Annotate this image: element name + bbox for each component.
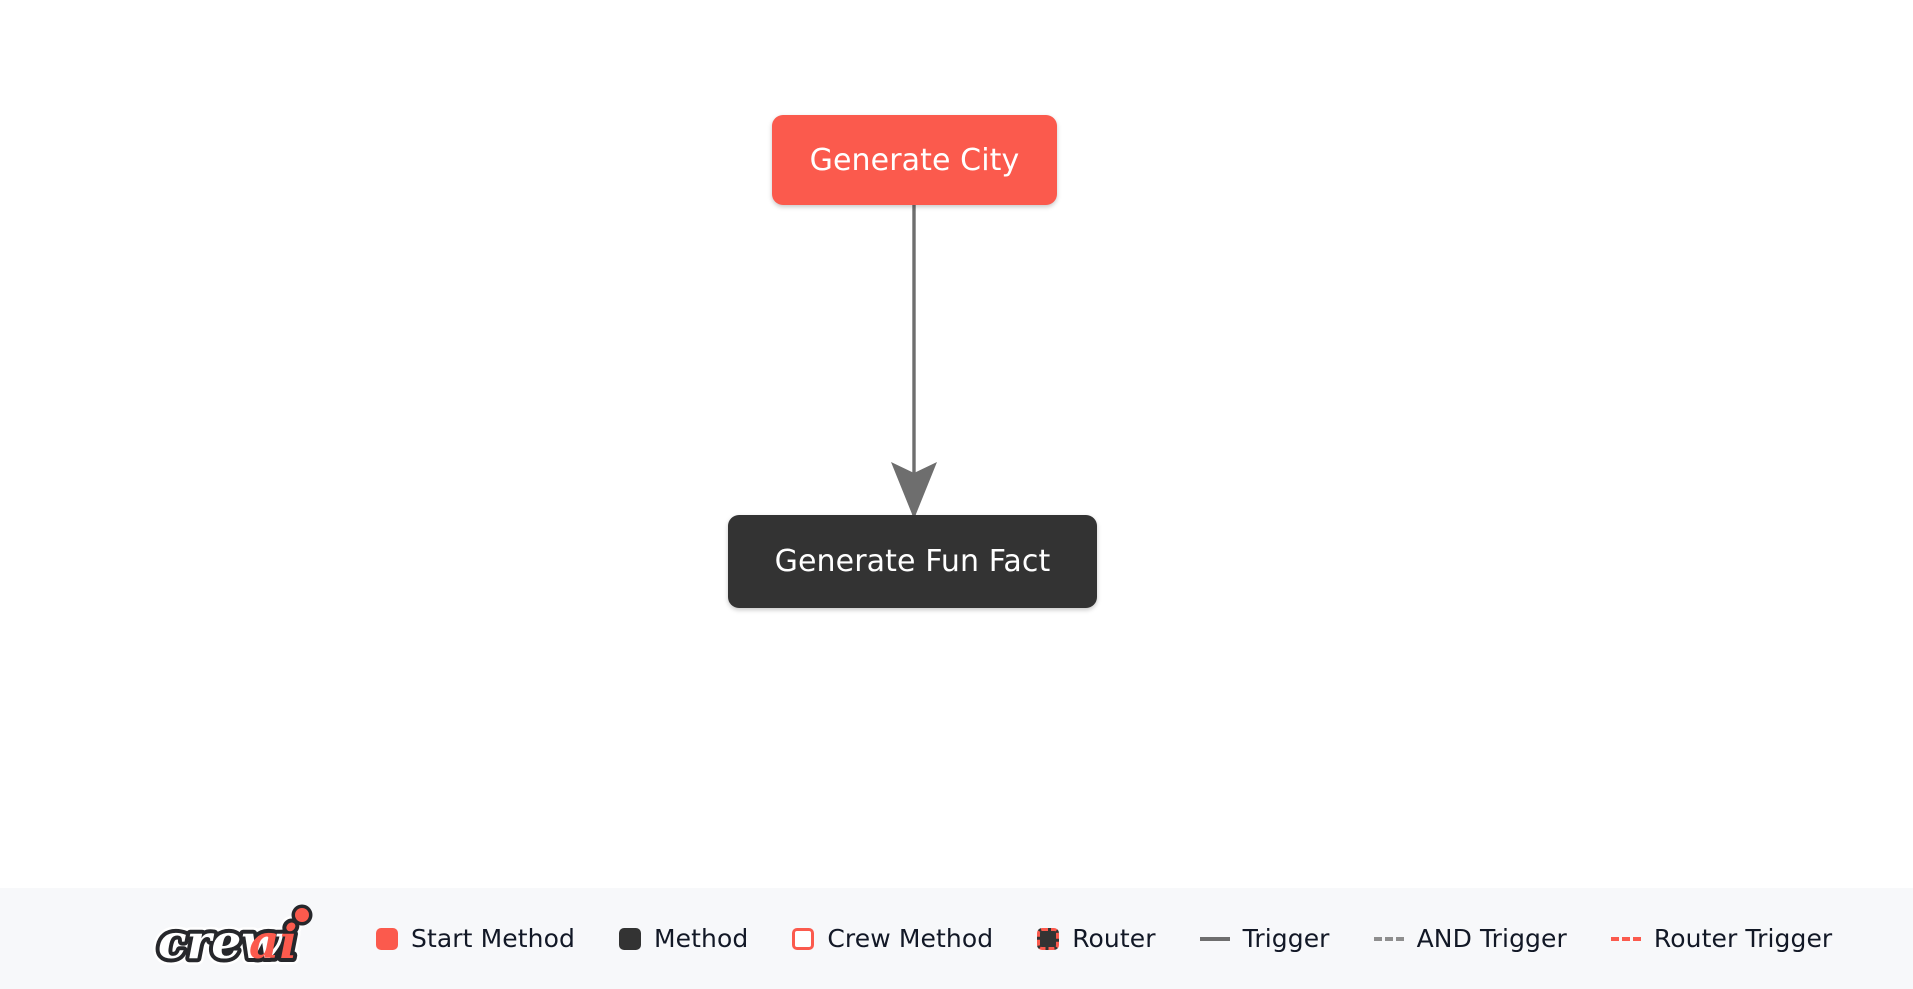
router-swatch-icon [1037,927,1060,950]
flow-node-label: Generate Fun Fact [774,544,1051,579]
legend-item-method: Method [618,924,749,953]
router-trigger-line-icon [1610,936,1641,941]
legend-item-trigger: Trigger [1199,924,1330,953]
start-method-swatch-icon [376,927,398,950]
crewai-logo: crew ai crew ai crew ai [152,904,313,976]
edge-arrowhead-icon [891,462,937,519]
and-trigger-line-icon [1373,936,1404,941]
flow-node-label: Generate City [809,142,1020,178]
logo-halo: crew [158,915,283,970]
legend-label: Crew Method [827,924,994,953]
flow-node-generate-city[interactable]: Generate City [772,115,1057,205]
method-swatch-icon [618,927,641,950]
crew-method-swatch-icon [792,927,815,950]
flow-canvas[interactable]: Generate City Generate Fun Fact [0,0,1913,888]
logo-outline: crew [158,915,283,970]
trigger-line-icon [1199,936,1230,941]
legend-label: AND Trigger [1416,924,1567,953]
legend-item-router: Router [1037,924,1156,953]
logo-outline-accent: ai [249,915,297,970]
legend-label: Router Trigger [1653,924,1833,953]
logo-text-crew: crew [158,915,283,970]
legend-label: Router [1072,924,1156,953]
edge-generate-city-to-generate-fun-fact [891,205,937,520]
legend-label: Start Method [411,924,575,953]
legend-item-router-trigger: Router Trigger [1610,924,1833,953]
legend-item-and-trigger: AND Trigger [1373,924,1567,953]
legend-item-start-method: Start Method [376,924,575,953]
legend-items: Start Method Method Crew Method Router T… [376,924,1832,953]
legend-label: Method [653,924,749,953]
legend-label: Trigger [1242,924,1330,953]
legend-bar: crew ai crew ai crew ai Start Method Met… [0,888,1913,989]
logo-dot-icon [295,907,309,922]
legend-item-crew-method: Crew Method [792,924,993,953]
flow-node-generate-fun-fact[interactable]: Generate Fun Fact [728,515,1097,608]
logo-text-ai: ai [249,915,297,970]
